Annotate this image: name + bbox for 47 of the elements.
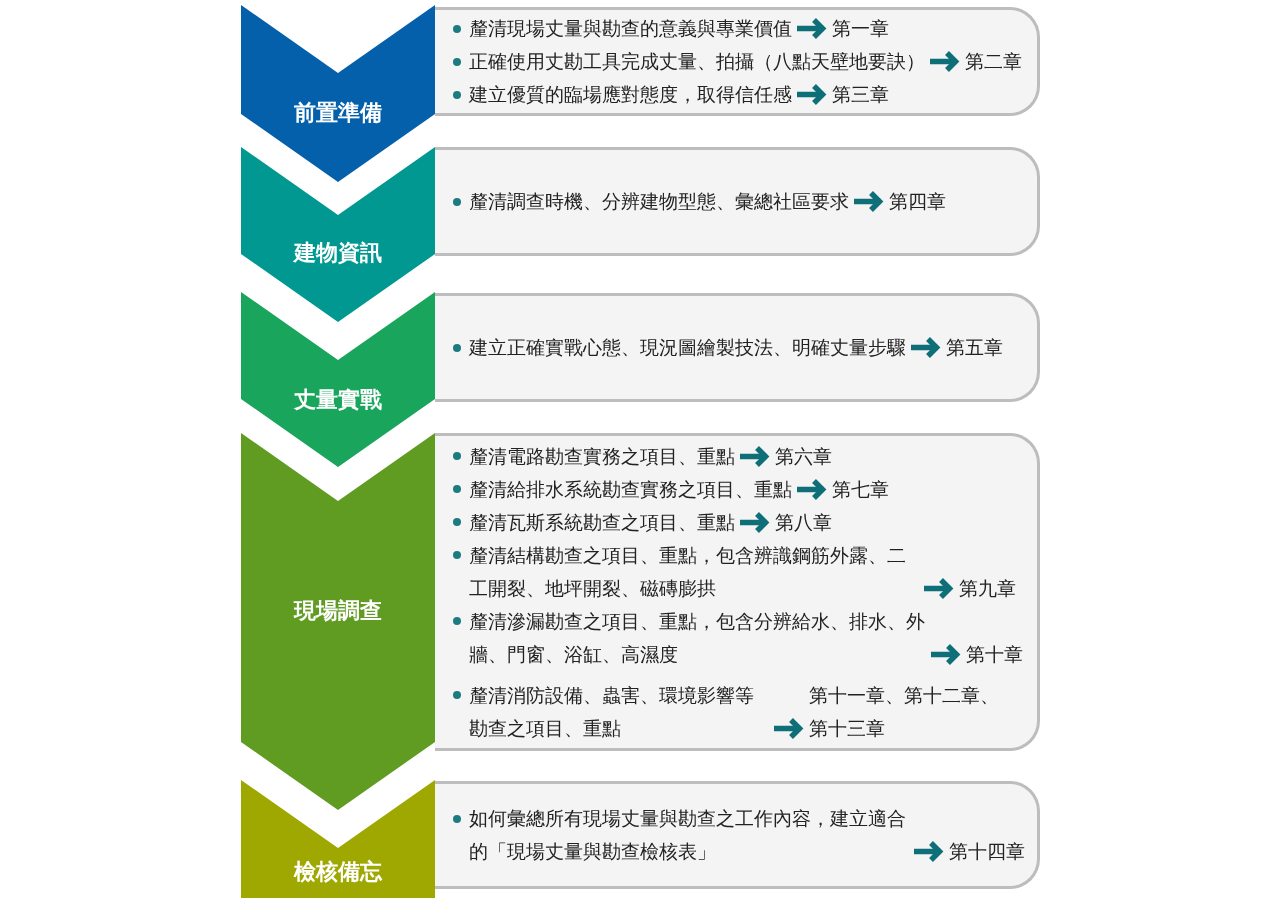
stage-label: 建物資訊 — [292, 239, 383, 267]
arrow — [914, 840, 943, 863]
stage-banner — [241, 780, 435, 898]
topic-text: 釐清現場丈量與勘查的意義與專業價值 — [469, 12, 797, 45]
chapter-label: 第十四章 — [944, 835, 1025, 868]
stage-label: 丈量實戰 — [293, 386, 383, 414]
topic-text: 釐清調查時機、分辨建物型態、彙總社區要求 — [469, 185, 854, 218]
content-panel — [435, 781, 1040, 889]
arrow — [740, 444, 769, 468]
stage-label: 檢核備忘 — [292, 858, 383, 886]
topic-text: 建立正確實戰心態、現況圖繪製技法、明確丈量步驟 — [469, 331, 911, 364]
arrow — [931, 642, 960, 666]
chapter-label: 第三章 — [827, 78, 889, 111]
topic-text: 正確使用丈勘工具完成丈量、拍攝（八點天壁地要訣） — [469, 45, 930, 78]
chapter-label: 第十章 — [961, 637, 1023, 671]
arrow — [930, 50, 959, 73]
arrow — [797, 83, 826, 106]
chapter-label: 第二章 — [960, 45, 1022, 78]
arrow — [774, 716, 803, 740]
content-panel — [435, 433, 1040, 751]
topic-text: 釐清給排水系統勘查實務之項目、重點 — [469, 472, 797, 506]
arrow — [740, 510, 769, 534]
topic-text: 建立優質的臨場應對態度，取得信任感 — [469, 78, 797, 111]
chapter-label: 第七章 — [827, 472, 889, 506]
chapter-label: 第九章 — [954, 571, 1016, 605]
arrow — [924, 576, 953, 600]
content-panel — [435, 7, 1040, 116]
chapter-label: 第四章 — [884, 185, 946, 218]
chapter-label: 第一章 — [827, 12, 889, 45]
arrow — [911, 336, 940, 359]
arrow — [854, 190, 883, 213]
content-panel — [435, 293, 1040, 402]
arrow — [797, 17, 826, 40]
topic-text: 釐清消防設備、蟲害、環境影響等勘查之項目、重點 — [469, 678, 774, 745]
topic-text: 釐清電路勘查實務之項目、重點 — [469, 439, 740, 473]
topic-text: 釐清滲漏勘查之項目、重點，包含分辨給水、排水、外牆、門窗、浴缸、高濕度 — [469, 604, 931, 671]
stage-label: 現場調查 — [292, 597, 383, 625]
topic-text: 如何彙總所有現場丈量與勘查之工作內容，建立適合的「現場丈量與勘查檢核表」 — [469, 802, 914, 868]
chapter-label: 第五章 — [941, 331, 1003, 364]
arrow — [797, 477, 826, 501]
chapter-label: 第八章 — [770, 505, 832, 539]
chapter-label: 第六章 — [770, 439, 832, 473]
topic-text: 釐清瓦斯系統勘查之項目、重點 — [469, 505, 740, 539]
stage-label: 前置準備 — [293, 99, 383, 127]
topic-text: 釐清結構勘查之項目、重點，包含辨識鋼筋外露、二工開裂、地坪開裂、磁磚膨拱 — [469, 538, 924, 605]
chapter-label: 第十一章、第十二章、第十三章 — [804, 678, 1014, 745]
content-panel — [435, 147, 1040, 256]
